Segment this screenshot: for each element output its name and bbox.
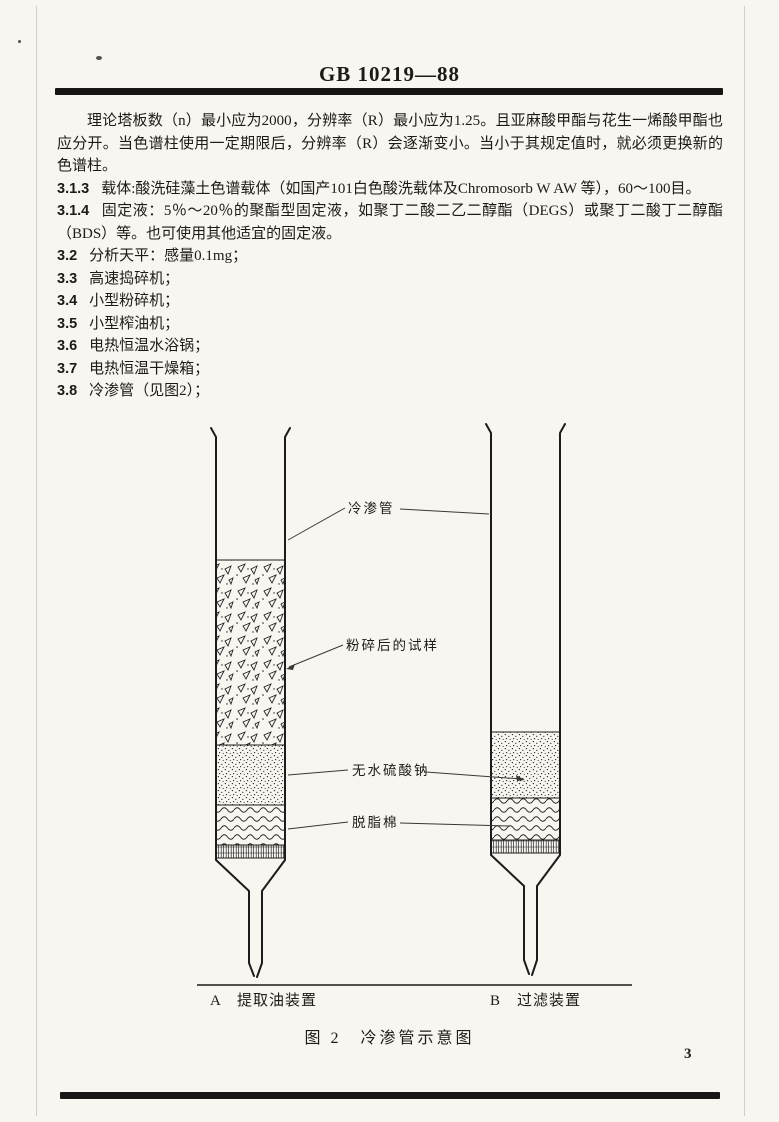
leader-sulfate-arrowhead (516, 775, 525, 781)
clause-text: 冷渗管（见图2）； (89, 383, 210, 399)
clause-text: 小型粉碎机； (89, 293, 180, 309)
clause-text: 分析天平：感量0.1mg； (89, 248, 248, 264)
leader-tube-right (399, 508, 490, 515)
clause-number: 3.5 (57, 315, 78, 332)
paragraph-intro: 理论塔板数（n）最小应为2000，分辨率（R）最小应为1.25。且亚麻酸甲酯与花… (57, 113, 723, 174)
clause-number: 3.2 (57, 248, 78, 264)
footer-rule (60, 1092, 720, 1099)
device-a-label: A 提取油装置 (210, 992, 317, 1009)
clause-3-6: 3.6 电热恒温水浴锅； (57, 335, 723, 358)
tube-a-left-wall (210, 427, 255, 977)
leader-sulfate-right (425, 771, 522, 780)
clause-3-2: 3.2 分析天平：感量0.1mg； (57, 245, 723, 268)
clause-text: 高速捣碎机； (89, 270, 180, 287)
figure-2-diagram: 冷渗管 粉碎后的试样 无水硫酸钠 脱脂棉 A 提取油装置 B 过滤装置 (197, 423, 632, 1009)
clause-3-8: 3.8 冷渗管（见图2）； (57, 380, 723, 403)
tube-a-right-wall (256, 427, 291, 978)
tube-a-cotton-fill (216, 805, 285, 845)
clause-number: 3.1.3 (57, 180, 90, 197)
cotton-label: 脱脂棉 (352, 815, 399, 830)
tube-a-sulfate-fill (216, 745, 285, 805)
clause-number: 3.4 (57, 293, 78, 309)
device-b-label: B 过滤装置 (490, 992, 581, 1009)
clause-text: 电热恒温水浴锅； (89, 338, 210, 354)
page-edge-left (36, 6, 37, 1116)
figure-caption: 图 2 冷渗管示意图 (304, 1030, 475, 1047)
standard-number: GB 10219—88 (318, 62, 461, 86)
leader-sulfate-left (287, 769, 349, 776)
tube-b (485, 423, 566, 976)
page-edge-right (744, 6, 745, 1116)
clause-text: 载体:酸洗硅藻土色谱载体（如国产101白色酸洗载体及Chromosorb W A… (101, 180, 701, 197)
tube-b-right-wall (531, 423, 566, 976)
tube-a-support-fill (216, 845, 285, 858)
tube-b-sulfate-fill (491, 732, 560, 798)
document-body: 理论塔板数（n）最小应为2000，分辨率（R）最小应为1.25。且亚麻酸甲酯与花… (57, 110, 723, 403)
clause-number: 3.3 (57, 270, 78, 287)
tube-a-sample-fill (216, 560, 285, 745)
sulfate-label: 无水硫酸钠 (352, 763, 430, 778)
figure-annotations: 冷渗管 粉碎后的试样 无水硫酸钠 脱脂棉 (286, 501, 525, 830)
clause-3-3: 3.3 高速捣碎机； (57, 268, 723, 291)
sample-label: 粉碎后的试样 (346, 638, 439, 653)
clause-number: 3.7 (57, 360, 78, 377)
page-number: 3 (684, 1046, 692, 1062)
tube-a (210, 427, 291, 978)
clause-3-4: 3.4 小型粉碎机； (57, 290, 723, 313)
clause-text: 小型榨油机； (89, 315, 180, 332)
leader-sample (288, 644, 344, 668)
clause-3-5: 3.5 小型榨油机； (57, 313, 723, 336)
clause-3-1-3: 3.1.3 载体:酸洗硅藻土色谱载体（如国产101白色酸洗载体及Chromosor… (57, 178, 723, 201)
leader-cotton-left (287, 821, 349, 830)
scan-artifact (18, 40, 21, 43)
tube-b-left-wall (485, 423, 530, 975)
scan-artifact (96, 56, 102, 60)
leader-cotton-right (399, 822, 510, 827)
clause-text: 固定液：5％～20％的聚酯型固定液，如聚丁二酸二乙二醇酯（DEGS）或聚丁二酸丁… (57, 203, 723, 242)
tube-label: 冷渗管 (348, 501, 395, 516)
header-rule (55, 88, 723, 95)
tube-b-support-fill (491, 840, 560, 853)
tube-b-cotton-fill (491, 798, 560, 840)
clause-3-7: 3.7 电热恒温干燥箱； (57, 358, 723, 381)
leader-tube-left (287, 507, 346, 541)
clause-number: 3.6 (57, 338, 78, 354)
clause-number: 3.1.4 (57, 203, 90, 219)
leader-sample-arrowhead (286, 664, 295, 670)
clause-number: 3.8 (57, 383, 78, 399)
clause-text: 电热恒温干燥箱； (89, 360, 210, 377)
